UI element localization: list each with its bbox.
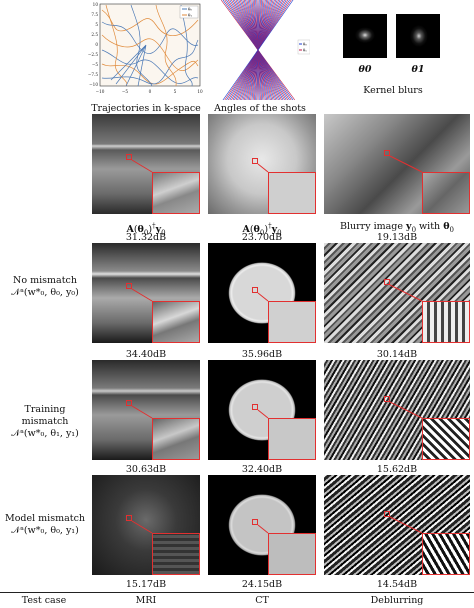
row1-mri-inset: [152, 301, 200, 343]
row2-blur-inset: [422, 418, 470, 460]
row1-ct-db: 35.96dB: [241, 349, 283, 360]
row3-ct-marker: [252, 519, 258, 525]
row2-ct-marker: [252, 404, 258, 410]
row1-blur-marker: [384, 279, 390, 285]
kernel-label-0: θθ00: [358, 64, 372, 75]
row2-blur-db: 15.62dB: [376, 464, 418, 475]
traj-y-tick: −5: [92, 62, 99, 67]
row1-label-title: No mismatch: [13, 275, 77, 286]
row3-blur-inset: [422, 533, 470, 575]
row2-label-title: Training mismatch: [21, 404, 69, 427]
row1-mri-image: [92, 243, 200, 343]
row3-label-formula: 𝒩ᵃ(w*₀, θ₀, y₁): [11, 525, 79, 536]
row0-mri-marker: [126, 154, 132, 160]
row1-blur-inset: [422, 301, 470, 343]
angles-plot-svg: θ₀ θ₁: [220, 0, 311, 112]
traj-x-tick: 5: [174, 89, 177, 94]
row0-ct-marker: [252, 158, 258, 164]
footer-rule: [0, 592, 474, 593]
row3-mri-inset: [152, 533, 200, 575]
footer-mri: MRI: [135, 595, 157, 606]
traj-y-tick: −7.5: [88, 72, 99, 77]
row3-ct-inset: [268, 533, 316, 575]
row3-ct-db: 24.15dB: [241, 579, 283, 590]
row1-label: No mismatch 𝒩ᵃ(w*₀, θ₀, y₀): [2, 275, 88, 299]
row1-ct-image: [208, 243, 316, 343]
traj-y-tick: 0: [95, 42, 98, 47]
row2-ct-inset: [268, 418, 316, 460]
traj-y-tick: −10: [89, 82, 98, 87]
row3-mri-marker: [126, 515, 132, 521]
row0-mri-image: [92, 114, 200, 214]
traj-legend-1: θ₁: [188, 13, 192, 18]
row0-blur-caption: Blurry image y0 with θ0: [339, 221, 454, 234]
trajectory-plot: θ₀ θ₁ 10 7.5 5 2.5 0 −2.5 −5 −7.5 −10 −1…: [86, 0, 206, 100]
row0-ct-caption: A(θ0)†y0: [242, 222, 282, 238]
row1-mri-marker: [126, 283, 132, 289]
row1-ct-marker: [252, 287, 258, 293]
row2-blur-marker: [384, 396, 390, 402]
row0-blur-inset: [422, 172, 470, 214]
row0-blur-image: [324, 114, 470, 214]
row1-mri-db: 34.40dB: [125, 349, 167, 360]
trajectory-plot-svg: θ₀ θ₁ 10 7.5 5 2.5 0 −2.5 −5 −7.5 −10 −1…: [88, 2, 203, 94]
row0-ct-image: [208, 114, 316, 214]
row2-ct-image: [208, 360, 316, 460]
kernel-caption: Kernel blurs: [363, 85, 423, 96]
row2-mri-image: [92, 360, 200, 460]
row2-blur-image: [324, 360, 470, 460]
kernel-blur-1: [396, 14, 440, 58]
row0-mri-inset: [152, 172, 200, 214]
traj-caption: Trajectories in k-space: [91, 103, 201, 114]
kernel-label-1: θθ11: [411, 64, 425, 75]
row0-blur-db: 19.13dB: [376, 232, 418, 243]
angles-legend-1: θ₁: [303, 48, 307, 53]
row0-ct-db: 23.70dB: [241, 232, 283, 243]
row3-mri-image: [92, 475, 200, 575]
traj-x-tick: −10: [96, 89, 105, 94]
traj-y-tick: 7.5: [91, 12, 98, 17]
traj-x-tick: −5: [122, 89, 129, 94]
row2-mri-inset: [152, 418, 200, 460]
traj-x-tick: 10: [197, 89, 203, 94]
row0-blur-marker: [384, 150, 390, 156]
row2-label-formula: 𝒩ᵃ(w*₀, θ₁, y₁): [11, 428, 79, 439]
row1-blur-image: [324, 243, 470, 343]
row2-label: Training mismatch 𝒩ᵃ(w*₀, θ₁, y₁): [0, 404, 90, 440]
row0-mri-caption: A(θ0)†y0: [126, 222, 166, 238]
row1-label-formula: 𝒩ᵃ(w*₀, θ₀, y₀): [11, 287, 79, 298]
row3-blur-db: 14.54dB: [376, 579, 418, 590]
row1-blur-db: 30.14dB: [376, 349, 418, 360]
row2-mri-db: 30.63dB: [125, 464, 167, 475]
traj-y-tick: −2.5: [88, 52, 99, 57]
traj-legend-0: θ₀: [188, 7, 192, 12]
angles-legend-0: θ₀: [303, 42, 307, 47]
row3-label-title: Model mismatch: [4, 513, 86, 524]
angles-caption: Angles of the shots: [214, 103, 306, 114]
row3-ct-image: [208, 475, 316, 575]
row3-mri-db: 15.17dB: [125, 579, 167, 590]
traj-y-tick: 5: [95, 22, 98, 27]
row2-mri-marker: [126, 400, 132, 406]
row3-blur-marker: [384, 511, 390, 517]
footer-test-case: Test case: [21, 595, 67, 606]
footer-ct: CT: [255, 595, 269, 606]
row2-ct-db: 32.40dB: [241, 464, 283, 475]
traj-y-tick: 10: [93, 2, 99, 7]
row1-ct-inset: [268, 301, 316, 343]
row0-mri-db: 31.32dB: [125, 232, 167, 243]
angle-shot-theta0: [222, 0, 294, 101]
row0-ct-inset: [268, 172, 316, 214]
angles-plot: θ₀ θ₁: [210, 0, 311, 112]
kernel-blur-0: [343, 14, 387, 58]
footer-deblurring: Deblurring: [370, 595, 424, 606]
row3-label: Model mismatch 𝒩ᵃ(w*₀, θ₀, y₁): [2, 513, 88, 537]
traj-y-tick: 2.5: [91, 32, 98, 37]
row3-blur-image: [324, 475, 470, 575]
traj-x-tick: 0: [149, 89, 152, 94]
